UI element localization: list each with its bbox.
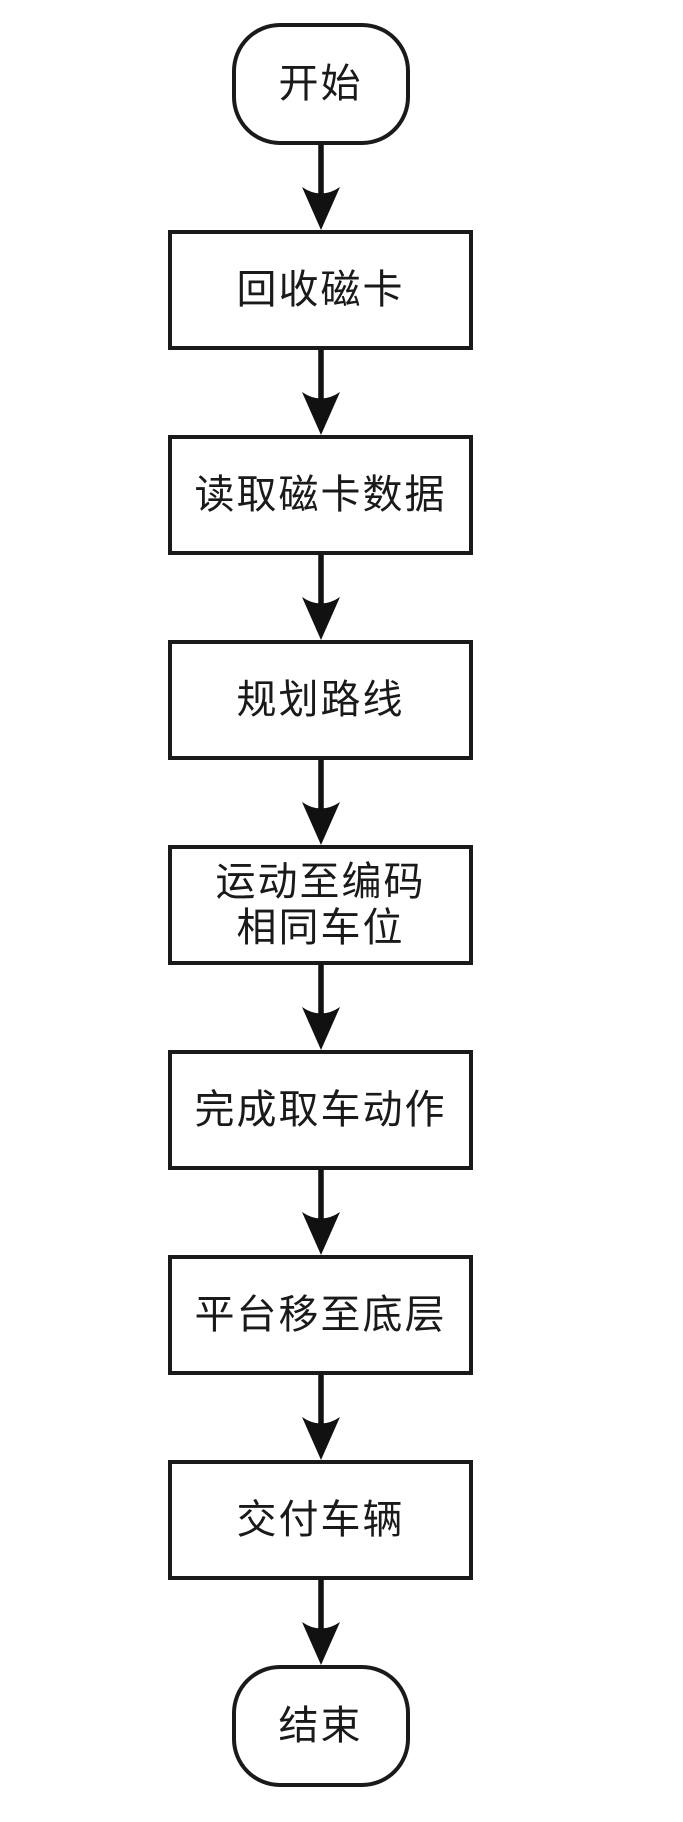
flow-node-label: 完成取车动作 xyxy=(194,1087,447,1132)
flow-node-label: 回收磁卡 xyxy=(236,267,405,312)
down-arrow-icon xyxy=(301,145,340,230)
flow-node-collect-card: 回收磁卡 xyxy=(168,230,473,350)
flow-node-start: 开始 xyxy=(231,23,410,145)
down-arrow-icon xyxy=(301,1580,340,1665)
down-arrow-icon xyxy=(301,555,340,640)
flow-node-read-card-data: 读取磁卡数据 xyxy=(168,435,473,555)
flow-node-label: 运动至编码 相同车位 xyxy=(215,859,426,950)
flow-node-label: 开始 xyxy=(278,61,363,106)
flow-node-label: 结束 xyxy=(278,1703,363,1748)
flow-node-platform-to-bottom: 平台移至底层 xyxy=(168,1255,473,1375)
down-arrow-icon xyxy=(301,965,340,1050)
flow-node-plan-route: 规划路线 xyxy=(168,640,473,760)
down-arrow-icon xyxy=(301,1170,340,1255)
flow-node-label: 交付车辆 xyxy=(236,1497,405,1542)
flow-node-move-to-space: 运动至编码 相同车位 xyxy=(168,845,473,965)
flow-node-label: 平台移至底层 xyxy=(194,1292,447,1337)
down-arrow-icon xyxy=(301,350,340,435)
flow-node-label: 规划路线 xyxy=(236,677,405,722)
flow-node-label: 读取磁卡数据 xyxy=(194,472,447,517)
down-arrow-icon xyxy=(301,760,340,845)
flow-node-deliver-vehicle: 交付车辆 xyxy=(168,1460,473,1580)
flowchart: 开始 回收磁卡 读取磁卡数据 规划路线 运动至编码 相同车位 xyxy=(168,23,473,1787)
down-arrow-icon xyxy=(301,1375,340,1460)
flow-node-end: 结束 xyxy=(231,1665,410,1787)
flow-node-complete-retrieval: 完成取车动作 xyxy=(168,1050,473,1170)
